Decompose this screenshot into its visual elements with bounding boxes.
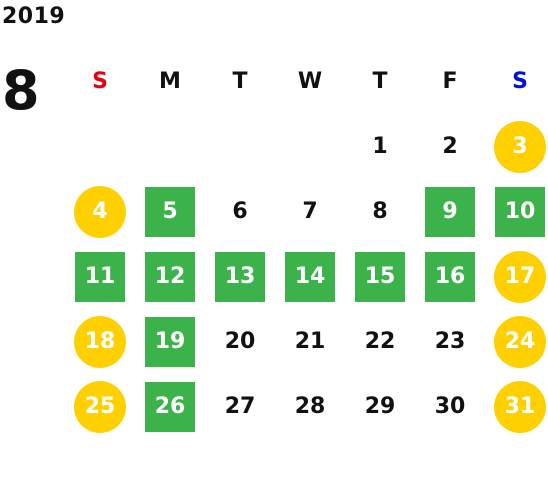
calendar-day-number: 22 xyxy=(364,329,396,354)
calendar-day-number: 12 xyxy=(154,264,186,289)
calendar-day[interactable]: 22 xyxy=(345,309,415,374)
calendar-day-number: 6 xyxy=(232,199,248,224)
calendar-day[interactable]: 17 xyxy=(485,244,548,309)
calendar-day-number: 4 xyxy=(92,199,108,224)
calendar-day[interactable]: 12 xyxy=(135,244,205,309)
calendar-day[interactable]: 4 xyxy=(65,179,135,244)
calendar-day-number: 28 xyxy=(294,394,326,419)
calendar-day-number: 1 xyxy=(372,134,388,159)
calendar-day[interactable]: 29 xyxy=(345,374,415,439)
calendar-empty-cell xyxy=(275,114,345,179)
calendar-day-number: 9 xyxy=(442,199,458,224)
calendar-day-number: 14 xyxy=(294,264,326,289)
calendar-day[interactable]: 2 xyxy=(415,114,485,179)
calendar-day-number: 31 xyxy=(504,394,536,419)
calendar-day[interactable]: 25 xyxy=(65,374,135,439)
calendar-day-number: 29 xyxy=(364,394,396,419)
calendar-day[interactable]: 26 xyxy=(135,374,205,439)
calendar-day-number: 18 xyxy=(84,329,116,354)
calendar-empty-cell xyxy=(205,114,275,179)
calendar-day[interactable]: 14 xyxy=(275,244,345,309)
weekday-header-sun: S xyxy=(92,68,108,94)
calendar-day-number: 19 xyxy=(154,329,186,354)
calendar-day-number: 2 xyxy=(442,134,458,159)
calendar-empty-cell xyxy=(65,114,135,179)
calendar-day-number: 16 xyxy=(434,264,466,289)
calendar-day[interactable]: 21 xyxy=(275,309,345,374)
calendar-day-number: 27 xyxy=(224,394,256,419)
calendar-day[interactable]: 6 xyxy=(205,179,275,244)
calendar-empty-cell xyxy=(135,114,205,179)
weekday-header-fri: F xyxy=(442,68,458,94)
weekday-header-thu: T xyxy=(372,68,388,94)
calendar-day[interactable]: 30 xyxy=(415,374,485,439)
calendar-day[interactable]: 28 xyxy=(275,374,345,439)
calendar-day[interactable]: 23 xyxy=(415,309,485,374)
calendar-day-number: 8 xyxy=(372,199,388,224)
calendar-day[interactable]: 15 xyxy=(345,244,415,309)
calendar-day[interactable]: 27 xyxy=(205,374,275,439)
weekday-header-wed: W xyxy=(297,68,323,94)
calendar-day-number: 20 xyxy=(224,329,256,354)
calendar-day-number: 30 xyxy=(434,394,466,419)
calendar-day-number: 13 xyxy=(224,264,256,289)
calendar-day-number: 7 xyxy=(302,199,318,224)
calendar-day[interactable]: 10 xyxy=(485,179,548,244)
calendar-day-number: 11 xyxy=(84,264,116,289)
calendar-day[interactable]: 19 xyxy=(135,309,205,374)
calendar-day[interactable]: 8 xyxy=(345,179,415,244)
calendar-day-number: 24 xyxy=(504,329,536,354)
calendar-day[interactable]: 7 xyxy=(275,179,345,244)
calendar-day-number: 21 xyxy=(294,329,326,354)
weekday-header-mon: M xyxy=(159,68,181,94)
calendar-day[interactable]: 3 xyxy=(485,114,548,179)
calendar-day[interactable]: 20 xyxy=(205,309,275,374)
calendar-day-number: 15 xyxy=(364,264,396,289)
weekday-header-tue: T xyxy=(232,68,248,94)
calendar-day-number: 17 xyxy=(504,264,536,289)
calendar-day-number: 5 xyxy=(162,199,178,224)
calendar-month: 8 xyxy=(2,59,40,122)
calendar-day[interactable]: 24 xyxy=(485,309,548,374)
calendar-day[interactable]: 9 xyxy=(415,179,485,244)
calendar-day[interactable]: 16 xyxy=(415,244,485,309)
calendar-day[interactable]: 5 xyxy=(135,179,205,244)
weekday-header-sat: S xyxy=(512,68,528,94)
calendar-year: 2019 xyxy=(2,4,66,29)
calendar-day[interactable]: 31 xyxy=(485,374,548,439)
calendar-day[interactable]: 11 xyxy=(65,244,135,309)
calendar-day[interactable]: 1 xyxy=(345,114,415,179)
calendar-day-number: 23 xyxy=(434,329,466,354)
calendar-day-number: 25 xyxy=(84,394,116,419)
calendar-day[interactable]: 18 xyxy=(65,309,135,374)
calendar-day-number: 3 xyxy=(512,134,528,159)
calendar-day-number: 26 xyxy=(154,394,186,419)
calendar-day-number: 10 xyxy=(504,199,536,224)
calendar-day[interactable]: 13 xyxy=(205,244,275,309)
